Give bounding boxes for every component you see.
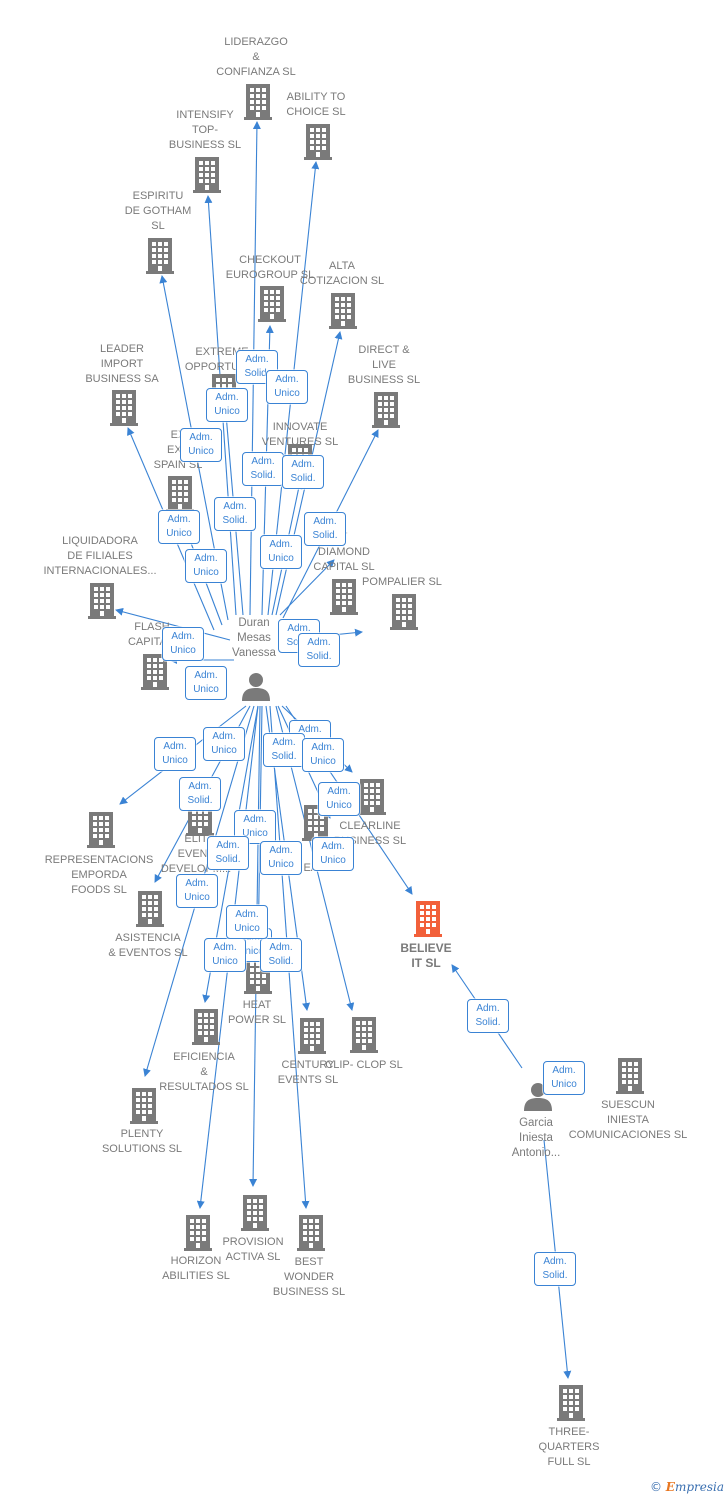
company-label-c6[interactable]: ALTA COTIZACION SL [299,260,385,287]
role-badge[interactable]: Adm. Solid. [304,512,346,546]
company-label-c17[interactable]: REPRESENTACIONS EMPORDA FOODS SL [44,854,154,896]
role-badge[interactable]: Adm. Unico [302,738,344,772]
building-icon[interactable] [146,238,174,274]
role-badge[interactable]: Adm. Unico [266,370,308,404]
role-badge[interactable]: Adm. Unico [185,666,227,700]
role-badge[interactable]: Adm. Unico [226,905,268,939]
building-icon[interactable] [414,901,442,937]
edge-13 [279,559,335,616]
company-label-c15[interactable]: FLASH CAPITA... [127,621,177,648]
building-icon[interactable] [258,286,286,322]
role-badge[interactable]: Adm. Unico [154,737,196,771]
company-label-c9[interactable]: DIRECT & LIVE BUSINESS SL [347,344,421,386]
company-label-c30[interactable]: BEST WONDER BUSINESS SL [272,1256,346,1298]
brand-name: mpresia [674,1480,724,1494]
role-badge[interactable]: Adm. Solid. [263,733,305,767]
role-badge[interactable]: Adm. Unico [543,1061,585,1095]
company-label-c7[interactable]: LEADER IMPORT BUSINESS SA [85,343,159,385]
building-icon[interactable] [372,392,400,428]
person-label-p1[interactable]: Duran Mesas Vanessa [232,617,276,659]
company-label-c14[interactable]: POMPALIER SL [362,576,442,588]
company-label-c28[interactable]: HORIZON ABILITIES SL [162,1255,230,1282]
person-label-p2[interactable]: Garcia Iniesta Antonio... [511,1117,561,1159]
copyright-symbol: © [649,1480,662,1494]
role-badge[interactable]: Adm. Solid. [534,1252,576,1286]
company-label-c20[interactable]: BELIEVE IT SL [400,941,452,970]
role-badge[interactable]: Adm. Solid. [298,633,340,667]
company-label-c2[interactable]: ABILITY TO CHOICE SL [286,91,346,118]
role-badge[interactable]: Adm. Unico [185,549,227,583]
brand-initial: E [665,1480,675,1494]
company-label-c12[interactable]: LIQUIDADORA DE FILIALES INTERNACIONALES.… [43,535,157,577]
building-icon[interactable] [87,812,115,848]
building-icon[interactable] [350,1017,378,1053]
company-label-c24[interactable]: CENTURY EVENTS SL [277,1059,339,1086]
role-badge[interactable]: Adm. Solid. [242,452,284,486]
role-badge[interactable]: Adm. Unico [260,841,302,875]
building-icon[interactable] [193,157,221,193]
building-icon[interactable] [166,476,194,512]
role-badge[interactable]: Adm. Solid. [467,999,509,1033]
building-icon[interactable] [557,1385,585,1421]
role-badge[interactable]: Adm. Unico [162,627,204,661]
building-icon[interactable] [304,124,332,160]
role-badge[interactable]: Adm. Unico [318,782,360,816]
company-label-c21[interactable]: ASISTENCIA & EVENTOS SL [108,932,188,959]
role-badge[interactable]: Adm. Unico [158,510,200,544]
role-badge[interactable]: Adm. Solid. [179,777,221,811]
building-icon[interactable] [110,390,138,426]
role-badge[interactable]: Adm. Solid. [282,455,324,489]
company-label-c26[interactable]: SUESCUN INIESTA COMUNICACIONES SL [568,1099,688,1141]
role-badge[interactable]: Adm. Solid. [260,938,302,972]
company-label-c13[interactable]: T DIAMOND CAPITAL SL [313,531,375,573]
company-label-c1[interactable]: LIDERAZGO & CONFIANZA SL [216,36,296,78]
company-label-c5[interactable]: CHECKOUT EUROGROUP SL [225,254,315,281]
building-icon[interactable] [358,779,386,815]
company-label-c25[interactable]: CLIP- CLOP SL [325,1059,403,1071]
role-badge[interactable]: Adm. Unico [176,874,218,908]
person-icon[interactable] [242,673,270,701]
company-label-c23[interactable]: EFICIENCIA & RESULTADOS SL [159,1051,249,1093]
building-icon[interactable] [241,1195,269,1231]
building-icon[interactable] [88,583,116,619]
company-label-c3[interactable]: INTENSIFY TOP- BUSINESS SL [168,109,242,151]
company-label-c31[interactable]: THREE- QUARTERS FULL SL [538,1426,600,1468]
role-badge[interactable]: Adm. Unico [203,727,245,761]
edge-12 [115,607,231,641]
company-label-c27[interactable]: PLENTY SOLUTIONS SL [101,1128,183,1155]
building-icon[interactable] [616,1058,644,1094]
company-label-c4[interactable]: ESPIRITU DE GOTHAM SL [124,190,192,232]
role-badge[interactable]: Adm. Unico [312,837,354,871]
company-label-c22[interactable]: HEAT POWER SL [227,999,287,1026]
role-badge[interactable]: Adm. Solid. [207,836,249,870]
building-icon[interactable] [390,594,418,630]
company-label-c29[interactable]: PROVISION ACTIVA SL [222,1236,284,1263]
footer-brand: © Empresia [650,1480,724,1494]
role-badge[interactable]: Adm. Unico [206,388,248,422]
building-icon[interactable] [329,293,357,329]
role-badge[interactable]: Adm. Solid. [214,497,256,531]
company-label-c11[interactable]: INNOVATE VENTURES SL [261,421,339,448]
role-badge[interactable]: Adm. Unico [180,428,222,462]
role-badge[interactable]: Adm. Unico [204,938,246,972]
role-badge[interactable]: Adm. Unico [260,535,302,569]
